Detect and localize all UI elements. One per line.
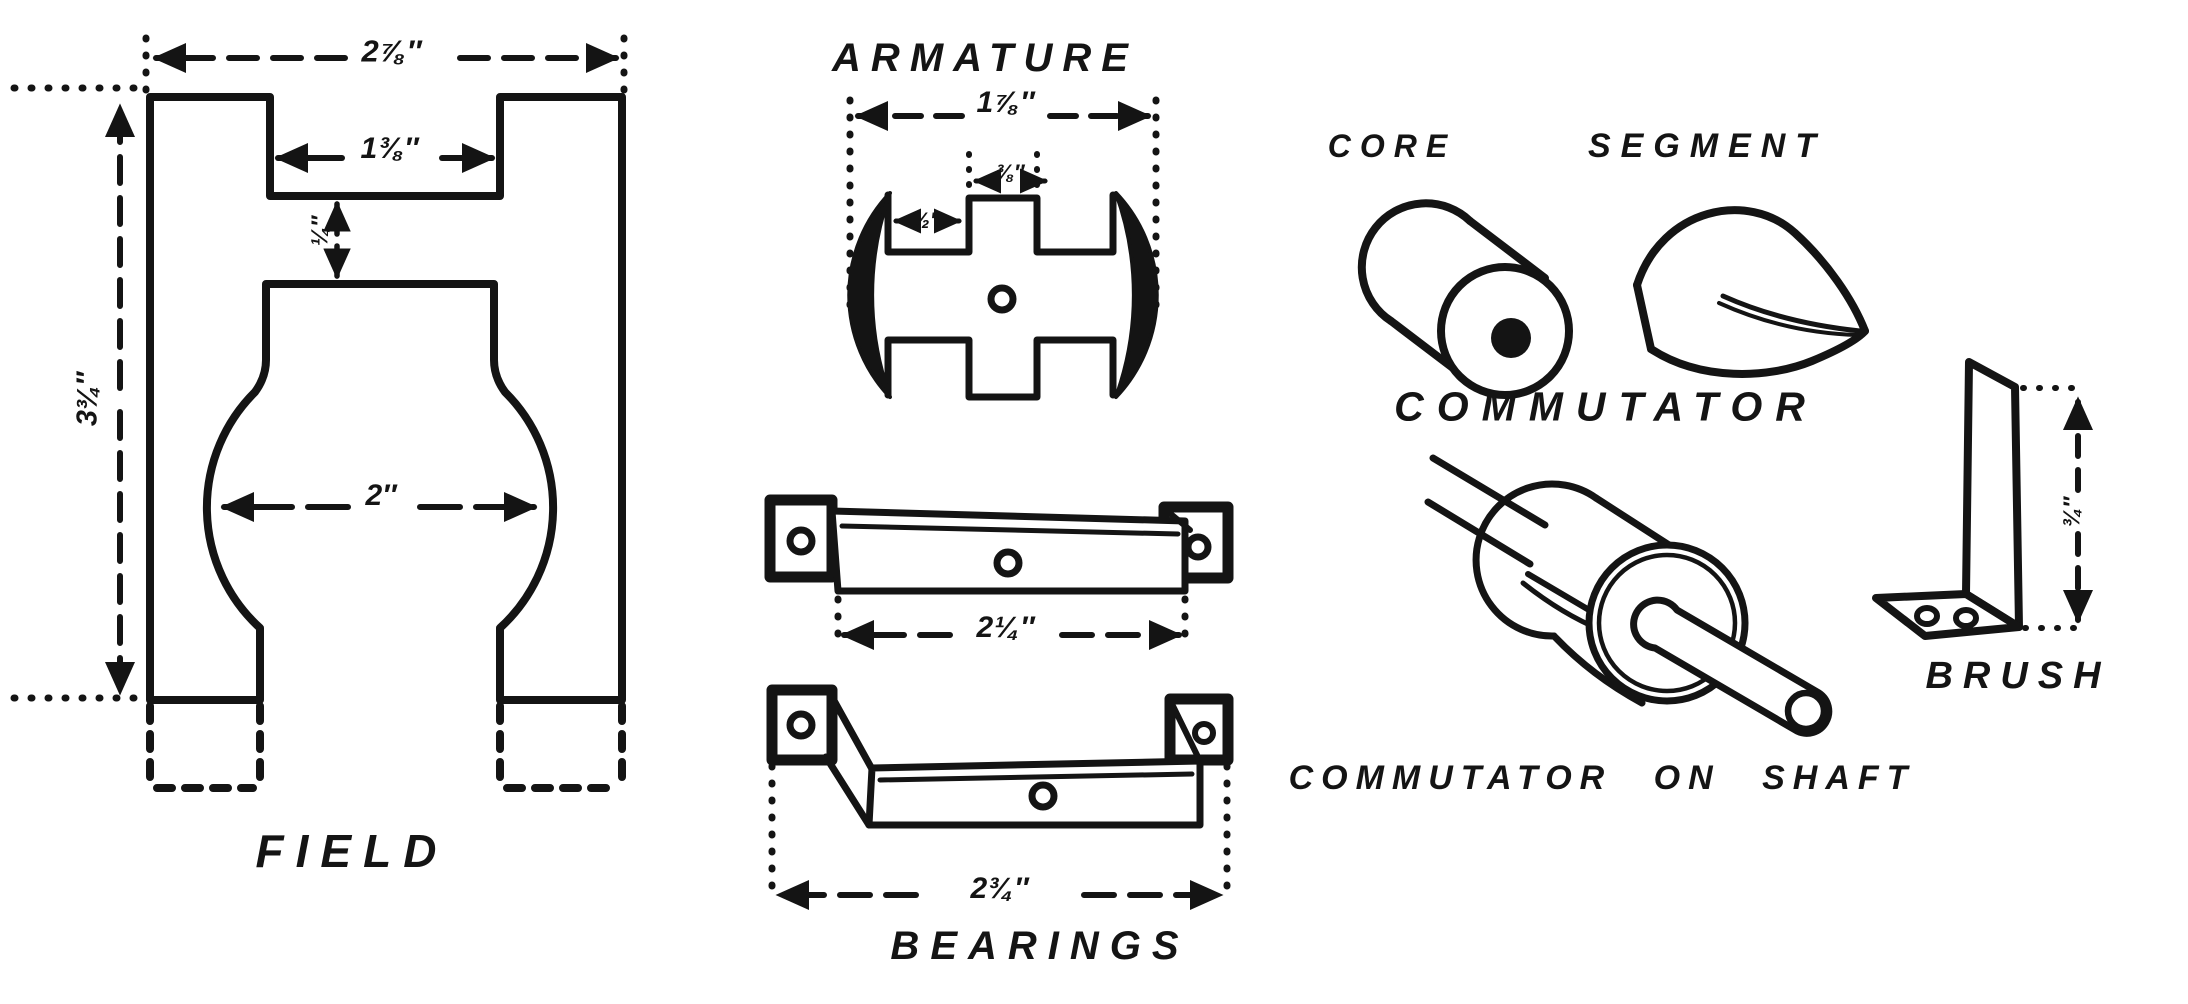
armature-drawing <box>846 96 1160 401</box>
armature-label: ARMATURE <box>832 36 1138 80</box>
armature-pole-left <box>847 191 892 399</box>
armature-body-upper <box>884 191 1117 256</box>
armature-slot-dim: ½″ <box>911 208 941 233</box>
commutator-shaft-drawing <box>1424 454 1833 737</box>
field-feet-dashed <box>146 702 626 792</box>
commutator-label: COMMUTATOR <box>1394 383 1818 430</box>
field-notch-dim: 1⅜″ <box>360 132 420 165</box>
commutator-back-arc <box>1472 480 1600 640</box>
brush-foot <box>1872 590 2023 640</box>
core-label: CORE <box>1327 128 1457 164</box>
bearings-drawing <box>764 494 1234 910</box>
bearings-label: BEARINGS <box>890 924 1190 968</box>
field-gap-dim: ¼″ <box>306 215 333 247</box>
core-center-hole <box>1491 318 1531 358</box>
field-height-dim: 3¾″ <box>71 371 104 427</box>
brush-blade <box>1962 358 2023 631</box>
bearing1-hole-left <box>786 526 816 556</box>
core-back-arc <box>1357 199 1474 325</box>
bearing-lower-dim: 2¾″ <box>970 872 1030 905</box>
core-drawing <box>1357 199 1573 399</box>
brush-hole-left <box>1914 605 1940 627</box>
field-drawing <box>10 34 628 792</box>
armature-width-extensions <box>846 96 1160 319</box>
bearing2-web <box>822 693 876 829</box>
brush-label: BRUSH <box>1925 655 2111 697</box>
field-width-dim: 2⅞″ <box>361 33 423 69</box>
bearing1-hole-center <box>993 548 1023 578</box>
brush-drawing <box>1872 358 2093 640</box>
field-height-extensions <box>10 84 144 702</box>
field-outline <box>146 93 626 704</box>
segment-drawing <box>1633 206 1869 378</box>
bearing1-left-tab <box>764 494 838 583</box>
brush-extensions <box>2020 385 2085 631</box>
shaft-body <box>1630 596 1833 737</box>
bearing1-extensions <box>834 595 1189 645</box>
commutator-bottom-edge <box>1550 632 1646 707</box>
bearing2-hole-right <box>1192 721 1216 745</box>
armature-width-dim: 1⅞″ <box>976 86 1036 119</box>
bearing2-hole-left <box>786 710 816 740</box>
segment-label: SEGMENT <box>1587 127 1827 165</box>
bearing1-tab-fold <box>1163 507 1193 533</box>
segment-outer-arc <box>1633 206 1869 335</box>
armature-tab-dim: ⅜″ <box>995 160 1025 185</box>
commutator-top-edge <box>1592 494 1673 549</box>
bearing1-bar-edge <box>839 523 1181 537</box>
bearing1-hole-right <box>1184 533 1212 561</box>
bearing2-right-fold <box>1170 703 1202 762</box>
armature-pole-right <box>1114 191 1159 399</box>
brush-hole-right <box>1953 607 1979 629</box>
field-label: FIELD <box>255 825 449 877</box>
bearing2-extensions <box>768 762 1231 904</box>
bearing2-hole-center <box>1028 781 1058 811</box>
bearing-upper-dim: 2¼″ <box>976 611 1036 644</box>
armature-shaft-hole <box>987 284 1017 314</box>
brush-height-dim: ¾″ <box>2058 496 2085 528</box>
commutator-wires <box>1424 454 1549 568</box>
shaft-end-face <box>1784 689 1828 733</box>
segment-end-edge <box>1633 281 1655 353</box>
segment-bottom-edge <box>1647 327 1869 378</box>
segment-inner-rim-1 <box>1720 293 1863 334</box>
segment-inner-rim-2 <box>1717 301 1860 337</box>
commutator-on-shaft-label: COMMUTATOR ON SHAFT <box>1288 759 1916 797</box>
armature-body-lower <box>884 336 1117 401</box>
bearing2-bar-edge <box>877 771 1195 783</box>
bearing2-left-tab <box>766 684 838 766</box>
commutator-front-rim <box>1596 552 1738 694</box>
field-bore-dim: 2″ <box>365 479 397 512</box>
